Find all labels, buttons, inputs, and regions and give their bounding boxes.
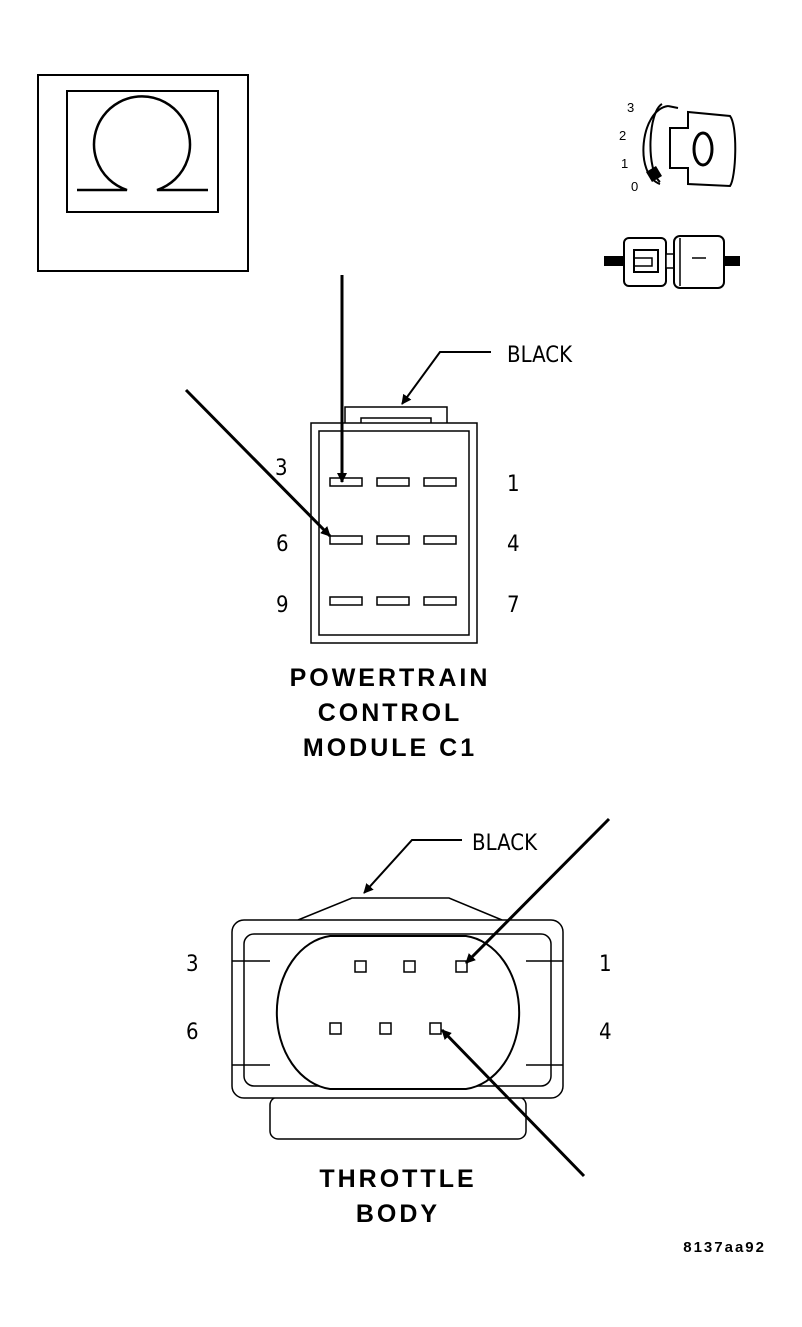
throttle-pin-label-1: 1: [599, 952, 612, 977]
pcm-probe-arrow-pin-6: [184, 388, 332, 538]
pcm-title-line-1: POWERTRAIN: [290, 664, 491, 692]
pcm-pin-label-6: 6: [276, 532, 289, 557]
pcm-connector: [310, 406, 478, 644]
ignition-position-3: 3: [627, 100, 634, 115]
throttle-pin-row-2: [329, 1022, 442, 1035]
throttle-color-leader-arrow: [363, 839, 462, 894]
pcm-title-line-2: CONTROL: [318, 699, 463, 727]
pcm-pin-label-7: 7: [507, 593, 520, 618]
throttle-title-line-1: THROTTLE: [319, 1165, 476, 1193]
pcm-color-leader-arrow: [401, 351, 491, 405]
ignition-position-0: 0: [631, 179, 638, 194]
figure-code: 8137aa92: [683, 1239, 766, 1256]
ignition-position-2: 2: [619, 128, 626, 143]
pcm-pin-label-4: 4: [507, 532, 520, 557]
pcm-color-label: BLACK: [507, 343, 573, 368]
pcm-pin-row-3: [329, 596, 457, 606]
throttle-color-label: BLACK: [472, 831, 538, 856]
pcm-pin-label-1: 1: [507, 472, 520, 497]
throttle-pin-row-1: [354, 960, 468, 973]
ignition-switch-icon: 3 2 1 0: [619, 100, 737, 194]
pcm-pin-row-2: [329, 535, 457, 545]
throttle-probe-arrow-pin-4: [440, 1028, 586, 1178]
pcm-title-line-3: MODULE C1: [303, 734, 477, 762]
pcm-pin-row-1: [329, 477, 457, 487]
throttle-pin-label-4: 4: [599, 1020, 612, 1045]
throttle-probe-arrow-pin-1: [464, 817, 611, 965]
throttle-pin-label-3: 3: [186, 952, 199, 977]
connector-plug-icon: [604, 235, 740, 289]
ignition-position-1: 1: [621, 156, 628, 171]
throttle-pin-label-6: 6: [186, 1020, 199, 1045]
ohmmeter-icon: [37, 74, 249, 272]
pcm-pin-label-3: 3: [275, 456, 288, 481]
throttle-connector: [231, 897, 564, 1140]
throttle-title-line-2: BODY: [356, 1200, 440, 1228]
pcm-pin-label-9: 9: [276, 593, 289, 618]
